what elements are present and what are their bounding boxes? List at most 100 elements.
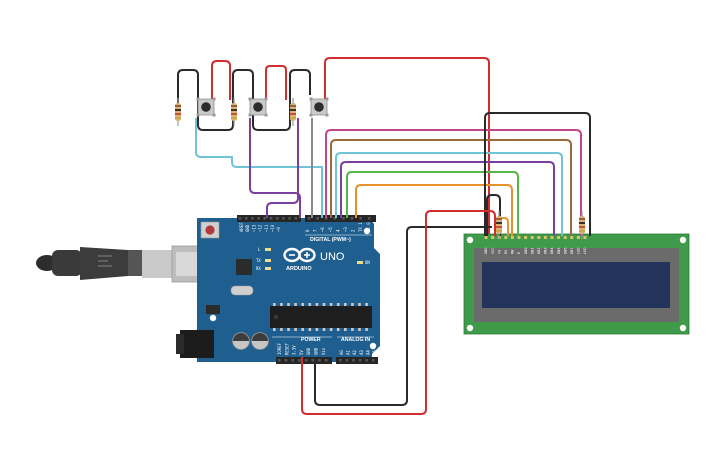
power-pin-label: GND [306, 347, 311, 355]
digital-pin-label: 2 [351, 229, 356, 232]
led-label-tx: TX [256, 258, 261, 263]
analog-pin-label: A0 [339, 350, 344, 355]
lcd-pin-label: LED [583, 248, 587, 255]
usb-cable-icon [36, 245, 203, 283]
digital-pin-label: ~9 [276, 227, 281, 232]
mounting-hole [679, 324, 687, 332]
lcd-screen [482, 262, 670, 308]
digital-pin-label: 8 [305, 229, 310, 232]
digital-pin-label: AREF [239, 222, 244, 232]
pin-hole [324, 359, 328, 362]
lcd-pin-label: GND [484, 248, 488, 255]
pin-hole [365, 359, 368, 362]
pin-hole [282, 217, 285, 220]
lcd-pin [484, 236, 488, 239]
lcd-pin [576, 236, 580, 239]
pin-hole [372, 359, 375, 362]
lcd-pin [504, 236, 508, 239]
mounting-hole [466, 324, 474, 332]
pin-hole [345, 359, 349, 362]
logo-text: ARDUINO [286, 266, 312, 272]
lcd-pin [537, 236, 541, 239]
power-pin-label: 3.3V [292, 345, 297, 355]
lcd-pin [524, 236, 528, 239]
wire-green [346, 171, 519, 236]
wire-black [484, 112, 591, 236]
led-label-rx: RX [256, 266, 261, 271]
lcd-pin [563, 236, 567, 239]
lcd-pin [517, 236, 521, 239]
digital-pin-label: ~10 [270, 224, 275, 232]
wire-brown [330, 139, 572, 236]
pin-hole [311, 359, 315, 362]
digital-pin-label: RX 0 [366, 222, 371, 232]
wire-black [486, 194, 501, 236]
pin-hole [358, 359, 362, 362]
lcd-pin-label: DB3 [544, 248, 548, 255]
lcd-pin-label: VCC [491, 248, 495, 255]
power-pin-label: IOREF [277, 342, 282, 355]
power-pin-label: RESET [284, 342, 289, 355]
digital-pin-label: ~3 [343, 227, 348, 232]
pin-hole [269, 217, 273, 220]
capacitors [232, 332, 269, 350]
wire-cyan [195, 118, 323, 218]
analog-pin-label: A4 [365, 350, 370, 355]
resistor-icon [290, 98, 296, 126]
digital-pin-holes [238, 217, 371, 220]
wire-black [314, 226, 492, 406]
usb-chip [236, 259, 252, 275]
digital-pin-label: ~11 [264, 224, 269, 232]
wire-red [324, 57, 490, 234]
lcd-pin-label: V0 [497, 250, 501, 254]
digital-pin-label: TX 1 [358, 222, 363, 232]
lcd-pin [557, 236, 561, 239]
pin-hole [275, 217, 279, 220]
pin-hole [324, 217, 328, 220]
lcd-pin [550, 236, 554, 239]
resistors [175, 98, 585, 239]
led-label-l: L [258, 247, 261, 252]
pin-hole [318, 359, 321, 362]
analog-header-label: ANALOG IN [341, 337, 370, 343]
push-button-icon[interactable] [309, 97, 329, 117]
wire-magenta [325, 129, 582, 236]
digital-pin-label: 7 [313, 229, 318, 232]
resistor-icon [496, 211, 502, 239]
mounting-hole [363, 227, 371, 235]
push-buttons [196, 97, 329, 117]
arduino-logo-icon [283, 247, 316, 263]
analog-pin-label: A3 [359, 350, 364, 355]
lcd-pin-label: E [517, 252, 521, 254]
digital-pin-label: ~6 [320, 227, 325, 232]
digital-header-right [305, 215, 376, 222]
lcd-pin-label: DB1 [530, 248, 534, 255]
pin-hole [294, 217, 298, 220]
pin-hole [342, 217, 345, 220]
mounting-hole [209, 314, 217, 322]
mounting-hole [679, 236, 687, 244]
lcd-pin-label: LED [577, 248, 581, 255]
reset-button[interactable] [200, 221, 220, 239]
resistor-icon [231, 98, 237, 126]
power-header-label: POWER [301, 337, 321, 343]
pin-hole [291, 359, 294, 362]
push-button-icon[interactable] [248, 97, 268, 117]
lcd-pin [570, 236, 574, 239]
lcd-pin-label: DB0 [524, 248, 528, 255]
digital-pin-label: ~13 [251, 224, 256, 232]
analog-pin-label: A2 [352, 350, 357, 355]
pin-hole [288, 217, 291, 220]
push-button-icon[interactable] [196, 97, 216, 117]
lcd-pin [543, 236, 547, 239]
pin-hole [244, 217, 248, 220]
analog-pin-label: A5 [372, 350, 377, 355]
digital-pin-label: GND [245, 224, 250, 232]
analog-header [336, 357, 378, 364]
wire-purple [340, 161, 555, 236]
analog-pin-label: A1 [346, 350, 351, 355]
